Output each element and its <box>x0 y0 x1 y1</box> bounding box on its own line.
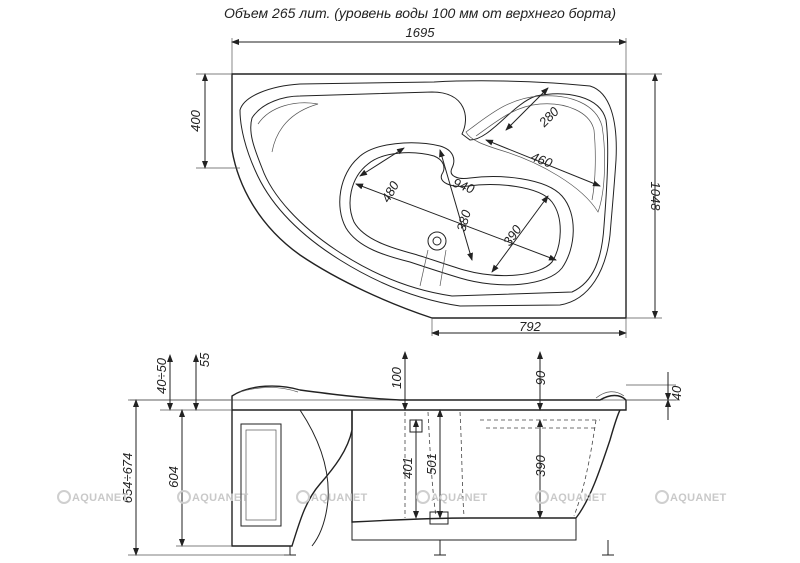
dim-legs: 40÷50 <box>154 357 169 394</box>
dim-inner-right: 390 <box>500 222 525 249</box>
dim-inner-length: 940 <box>451 175 477 197</box>
dim-body-height: 604 <box>166 466 181 488</box>
plan-view: 1695 400 1048 792 280 460 480 940 380 39… <box>188 25 663 338</box>
svg-text:AQUANET: AQUANET <box>431 492 488 504</box>
dim-seat-diag: 280 <box>535 103 562 130</box>
side-view: 654÷674 40÷50 55 604 100 401 501 90 390 … <box>120 351 684 556</box>
watermark: AQUANET <box>177 490 249 504</box>
dim-rim-center: 100 <box>389 366 404 388</box>
dim-bottom-part: 792 <box>519 319 541 334</box>
dim-rim-left: 55 <box>197 352 212 367</box>
watermark: AQUANET <box>535 490 607 504</box>
svg-text:AQUANET: AQUANET <box>311 492 368 504</box>
dim-total-width: 1048 <box>648 182 663 212</box>
dim-overall-height: 654÷674 <box>120 453 135 504</box>
dim-rim-edge: 40 <box>669 385 684 400</box>
dim-seat-width: 460 <box>529 149 555 171</box>
svg-text:AQUANET: AQUANET <box>192 492 249 504</box>
drawing-title: Объем 265 лит. (уровень воды 100 мм от в… <box>224 5 616 21</box>
svg-text:AQUANET: AQUANET <box>72 492 129 504</box>
watermark: AQUANET <box>655 490 727 504</box>
dim-depth-left-side: 401 <box>400 457 415 479</box>
dim-depth-center: 501 <box>424 453 439 475</box>
svg-text:AQUANET: AQUANET <box>670 492 727 504</box>
dim-depth-left: 400 <box>188 109 203 131</box>
dim-depth-right: 390 <box>533 454 548 476</box>
svg-text:AQUANET: AQUANET <box>550 492 607 504</box>
dim-inner-mid: 380 <box>453 208 474 234</box>
dim-rim-right: 90 <box>533 370 548 385</box>
dim-total-length: 1695 <box>406 25 436 40</box>
watermark: AQUANET <box>57 490 129 504</box>
watermark: AQUANET <box>416 490 488 504</box>
dim-inner-left: 480 <box>378 178 402 205</box>
watermarks: AQUANET AQUANET AQUANET AQUANET AQUANET … <box>57 490 727 504</box>
watermark: AQUANET <box>296 490 368 504</box>
